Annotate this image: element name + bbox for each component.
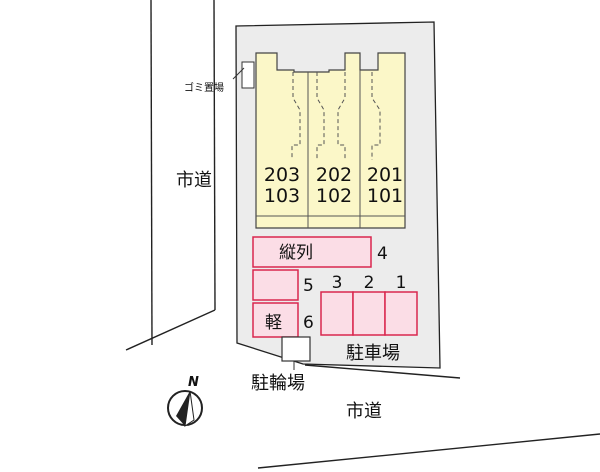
interior-dashed-lines	[291, 72, 381, 160]
unit-labels: 203 103 202 102 201 101	[264, 164, 403, 207]
parking-number-6: 6	[303, 313, 314, 333]
compass-needle-light	[184, 390, 195, 428]
tandem-label: 縦列	[279, 243, 313, 263]
garbage-area	[241, 61, 255, 89]
building	[255, 52, 406, 229]
unit-101-label: 101	[367, 185, 403, 207]
bottom-road-edge-top	[304, 364, 461, 379]
parking-number-3: 3	[332, 273, 343, 293]
parking-number-5: 5	[303, 276, 314, 296]
left-road-edge-right	[213, 0, 216, 311]
parking-space-2	[352, 291, 386, 336]
unit-102-label: 102	[316, 185, 352, 207]
left-road-corner	[125, 309, 216, 351]
parking-space-6	[252, 302, 299, 338]
bicycle-parking-area	[281, 336, 311, 362]
parking-space-4	[252, 236, 372, 268]
left-road-edge-left	[150, 0, 153, 346]
unit-201-label: 201	[367, 164, 403, 186]
parking-space-1	[384, 291, 418, 336]
bicycle-label: 駐輪場	[251, 373, 305, 394]
north-label: N	[188, 375, 199, 390]
garbage-leader	[232, 67, 245, 80]
parking-spaces	[252, 236, 418, 338]
road-lines	[125, 0, 600, 469]
garbage-label: ゴミ置場	[184, 81, 224, 94]
parking-number-2: 2	[364, 273, 375, 293]
parking-number-1: 1	[396, 273, 407, 293]
parking-space-5	[252, 269, 299, 301]
unit-103-label: 103	[264, 185, 300, 207]
kei-label: 軽	[265, 313, 282, 333]
left-road-label: 市道	[176, 170, 212, 191]
parking-space-3	[320, 291, 354, 336]
compass-needle-dark	[176, 391, 190, 426]
unit-203-label: 203	[264, 164, 300, 186]
parking-number-4: 4	[377, 244, 388, 264]
north-arrow: N	[167, 375, 203, 428]
unit-202-label: 202	[316, 164, 352, 186]
bottom-road-edge-bottom	[257, 433, 600, 469]
parking-label: 駐車場	[346, 343, 400, 364]
bottom-road-label: 市道	[346, 401, 382, 422]
